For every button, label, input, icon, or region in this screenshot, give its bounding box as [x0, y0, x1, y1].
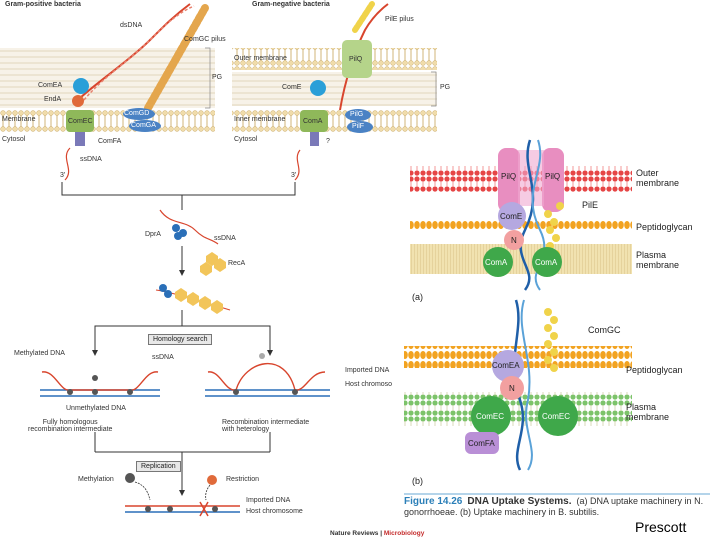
question-label: ?	[326, 138, 330, 145]
restriction-label: Restriction	[226, 476, 260, 483]
panel-b-comea-shape	[492, 350, 524, 382]
figure-caption: Figure 14.26 DNA Uptake Systems. (a) DNA…	[404, 496, 716, 518]
comfa-shape	[75, 132, 85, 146]
inner-membrane-label: Inner membrane	[234, 116, 286, 123]
panel-a-pilq-right: PilQ	[545, 172, 561, 181]
panel-a-pilq-left: PilQ	[501, 172, 517, 181]
panel-a-peptidoglycan-label: Peptidoglycan	[636, 222, 693, 232]
panel-b-n-shape	[500, 376, 524, 400]
gram-pos-peptidoglycan	[0, 48, 215, 108]
outer-membrane-label: Outer membrane	[234, 55, 287, 62]
imported-dna-label-1: Imported DNA	[345, 367, 390, 374]
panel-a-outer-membrane-label: Outer membrane	[636, 168, 680, 188]
pg-left-label: PG	[212, 74, 223, 81]
enda-label: EndA	[44, 96, 62, 103]
comga-label: ComGA	[131, 122, 156, 129]
pilq-label: PilQ	[349, 56, 363, 63]
recombination-heterology-label: Recombination intermediate with heterolo…	[222, 419, 310, 433]
enda-shape	[72, 95, 84, 107]
gram-negative-title: Gram-negative bacteria	[252, 1, 330, 8]
pilf-label: PilF	[352, 123, 365, 130]
three-prime-right: 3'	[291, 172, 297, 179]
dpra-label: DprA	[145, 231, 161, 238]
panel-b-comgc-label: ComGC	[588, 325, 621, 335]
coma-label: ComA	[303, 118, 323, 125]
gram-neg-peptidoglycan	[232, 72, 437, 106]
gram-neg-outer-membrane	[232, 48, 437, 70]
panel-a-coma-left-shape	[483, 247, 513, 277]
nature-reviews-credit: Nature Reviews | Microbiology	[330, 530, 425, 537]
gram-pos-membrane	[0, 110, 215, 132]
reca-label: RecA	[228, 260, 246, 267]
panel-b-comfa-shape	[465, 432, 499, 454]
panel-a-label: (a)	[412, 292, 423, 302]
methylation-label: Methylation	[78, 476, 114, 483]
figure-text: (a) DNA uptake machinery in N. gonorrhoe…	[404, 496, 704, 517]
panel-a-pile-label: PilE	[582, 200, 599, 210]
come-label: ComE	[282, 84, 302, 91]
panel-a-coma-left: ComA	[485, 258, 508, 267]
comfa-label: ComFA	[98, 138, 122, 145]
dsdna-label: dsDNA	[120, 22, 143, 29]
prescott-credit: Prescott	[635, 519, 687, 535]
pile-pilus-label: PilE pilus	[385, 16, 414, 23]
panel-a-n-shape	[504, 230, 524, 250]
comea-label: ComEA	[38, 82, 63, 89]
panel-b-comec-left: ComEC	[476, 412, 505, 421]
panel-b-comfa: ComFA	[468, 439, 495, 448]
comgd-label: ComGD	[124, 110, 150, 117]
panel-b-comec-right-shape	[538, 396, 578, 436]
figure-title: DNA Uptake Systems.	[467, 496, 572, 507]
homology-search-box: Homology search	[148, 334, 213, 345]
panel-b-n: N	[509, 384, 515, 393]
comec-label: ComEC	[68, 118, 93, 125]
cytosol-right-label: Cytosol	[234, 136, 258, 143]
pilq-shape-gn	[342, 40, 372, 78]
panel-a-come: ComE	[500, 212, 523, 221]
methylated-dna-label: Methylated DNA	[14, 350, 65, 357]
panel-a-come-shape	[498, 202, 526, 230]
imported-dna-label-2: Imported DNA	[246, 497, 291, 504]
ssdna-top-label: ssDNA	[80, 156, 102, 163]
panel-a-coma-right-shape	[532, 247, 562, 277]
host-chromosome-label-1: Host chromoso	[345, 381, 393, 388]
cytosol-left-label: Cytosol	[2, 136, 26, 143]
gram-neg-inner-membrane	[232, 110, 437, 132]
panel-b-plasma-membrane-label: Plasma membrane	[626, 402, 670, 422]
panel-a-n: N	[511, 236, 517, 245]
three-prime-left: 3'	[60, 172, 66, 179]
panel-b-comea: ComEA	[492, 361, 520, 370]
panel-b-peptidoglycan-label: Peptidoglycan	[626, 365, 683, 375]
ssdna-low-label: ssDNA	[152, 354, 174, 361]
pg-right-label: PG	[440, 84, 451, 91]
figure-number: Figure 14.26	[404, 496, 463, 507]
comgc-pilus-label: ComGC pilus	[184, 36, 226, 43]
panel-b-label: (b)	[412, 476, 423, 486]
comec-shape	[66, 110, 94, 132]
membrane-label: Membrane	[2, 116, 36, 123]
comea-shape	[73, 78, 89, 94]
panel-b-comec-left-shape	[471, 396, 511, 436]
replication-box: Replication	[136, 461, 181, 472]
panel-a-plasma-membrane-label: Plasma membrane	[636, 250, 680, 270]
panel-a-coma-right: ComA	[535, 258, 558, 267]
host-chromosome-label-2: Host chromosome	[246, 508, 303, 515]
unmethylated-dna-label: Unmethylated DNA	[66, 405, 126, 412]
fully-homologous-label: Fully homologous recombination intermedi…	[28, 419, 113, 433]
gram-positive-title: Gram-positive bacteria	[5, 1, 81, 8]
panel-b-comec-right: ComEC	[542, 412, 571, 421]
pilg-label: PilG	[350, 111, 364, 118]
ssdna-mid-label: ssDNA	[214, 235, 236, 242]
